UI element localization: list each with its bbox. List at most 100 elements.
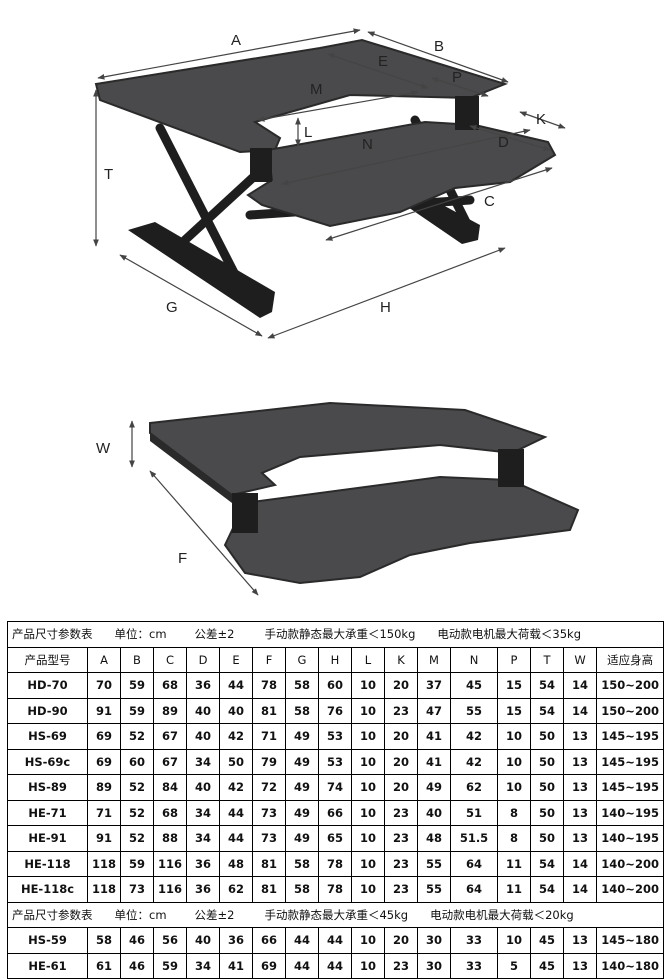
value-cell: 58 [285, 672, 319, 699]
value-cell: 40 [186, 927, 220, 954]
value-cell: 73 [252, 799, 286, 826]
value-cell: 145~195 [595, 774, 665, 801]
dim-label: M [310, 81, 323, 98]
desk-riser-folded-diagram: W F [96, 401, 580, 596]
value-cell: 58 [285, 697, 319, 724]
column-header: B [120, 646, 154, 673]
column-header: L [351, 646, 385, 673]
value-cell: 37 [417, 672, 451, 699]
value-cell: 55 [450, 697, 498, 724]
dim-label: N [362, 136, 373, 153]
value-cell: 42 [219, 723, 253, 750]
value-cell: 66 [318, 799, 352, 826]
value-cell: 52 [120, 825, 154, 852]
value-cell: 50 [530, 825, 564, 852]
column-header: T [530, 646, 564, 673]
value-cell: 40 [417, 799, 451, 826]
value-cell: 67 [153, 748, 187, 775]
value-cell: 5 [497, 952, 531, 979]
value-cell: 40 [186, 697, 220, 724]
value-cell: 42 [219, 774, 253, 801]
section-manual: 手动款静态最大承重＜45kg [264, 907, 409, 922]
value-cell: 140~200 [595, 850, 665, 877]
dim-label: E [378, 53, 388, 70]
dim-label: K [536, 111, 546, 128]
dim-label: P [452, 69, 462, 86]
value-cell: 41 [417, 748, 451, 775]
value-cell: 10 [351, 927, 385, 954]
value-cell: 10 [351, 799, 385, 826]
dim-label: C [484, 193, 495, 210]
value-cell: 53 [318, 723, 352, 750]
value-cell: 30 [417, 952, 451, 979]
value-cell: 145~180 [595, 927, 665, 954]
value-cell: 10 [351, 825, 385, 852]
value-cell: 69 [252, 952, 286, 979]
dim-label: W [96, 440, 111, 457]
value-cell: 15 [497, 697, 531, 724]
model-cell: HD-70 [7, 672, 88, 699]
value-cell: 51.5 [450, 825, 498, 852]
column-header: E [219, 646, 253, 673]
dimension-lines-folded [129, 420, 259, 596]
value-cell: 140~195 [595, 799, 665, 826]
value-cell: 45 [530, 927, 564, 954]
keyboard-tray-folded [223, 475, 580, 585]
right-bracket [455, 96, 479, 130]
dimension-labels: A B E M P L N D K T C G H [104, 32, 546, 316]
model-cell: HE-118c [7, 876, 88, 903]
value-cell: 44 [318, 952, 352, 979]
value-cell: 59 [120, 850, 154, 877]
value-cell: 58 [285, 850, 319, 877]
column-header: A [87, 646, 121, 673]
value-cell: 13 [563, 927, 597, 954]
value-cell: 60 [318, 672, 352, 699]
value-cell: 89 [87, 774, 121, 801]
value-cell: 70 [87, 672, 121, 699]
section-electric: 电动款电机最大荷载＜20kg [430, 907, 574, 922]
value-cell: 49 [285, 774, 319, 801]
left-bracket-folded [232, 493, 258, 533]
column-header: C [153, 646, 187, 673]
column-header: F [252, 646, 286, 673]
value-cell: 42 [450, 748, 498, 775]
value-cell: 145~195 [595, 748, 665, 775]
value-cell: 91 [87, 697, 121, 724]
value-cell: 23 [384, 697, 418, 724]
value-cell: 34 [186, 799, 220, 826]
dim-label: L [304, 124, 312, 141]
value-cell: 10 [497, 927, 531, 954]
value-cell: 55 [417, 850, 451, 877]
value-cell: 10 [351, 672, 385, 699]
value-cell: 13 [563, 774, 597, 801]
value-cell: 48 [219, 850, 253, 877]
section-unit: 单位：cm [114, 907, 167, 922]
column-header: M [417, 646, 451, 673]
value-cell: 71 [87, 799, 121, 826]
model-cell: HE-61 [7, 952, 88, 979]
value-cell: 52 [120, 723, 154, 750]
value-cell: 13 [563, 799, 597, 826]
value-cell: 14 [563, 850, 597, 877]
value-cell: 46 [120, 952, 154, 979]
value-cell: 44 [219, 672, 253, 699]
model-cell: HE-118 [7, 850, 88, 877]
value-cell: 58 [285, 876, 319, 903]
value-cell: 59 [153, 952, 187, 979]
value-cell: 69 [87, 723, 121, 750]
value-cell: 79 [252, 748, 286, 775]
value-cell: 51 [450, 799, 498, 826]
value-cell: 50 [530, 799, 564, 826]
value-cell: 59 [120, 697, 154, 724]
column-header: G [285, 646, 319, 673]
column-header: K [384, 646, 418, 673]
section-electric: 电动款电机最大荷载＜35kg [437, 627, 581, 642]
